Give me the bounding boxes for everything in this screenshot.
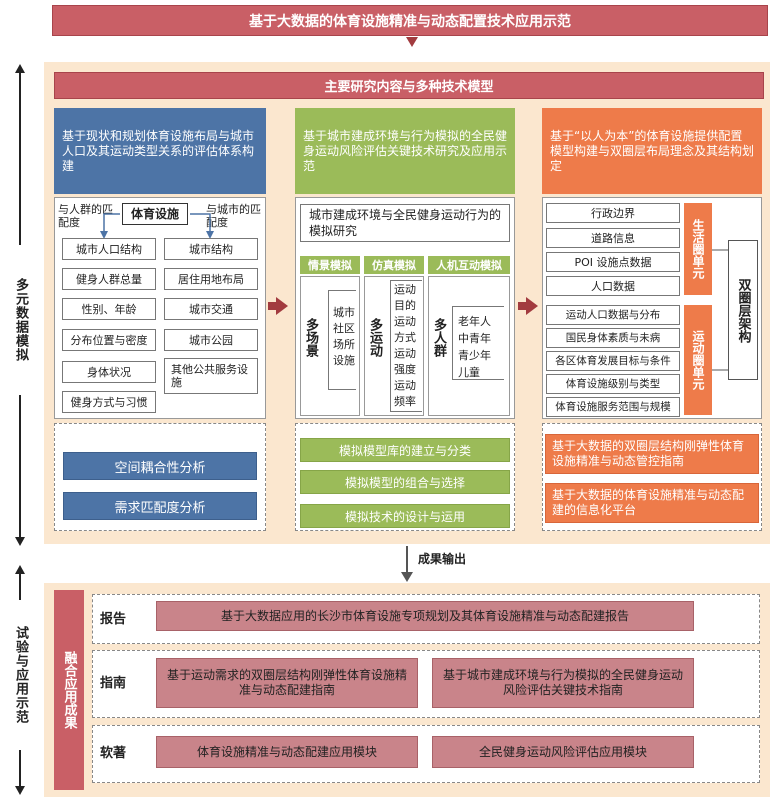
col2-subtitle: 城市建成环境与全民健身运动行为的模拟研究 <box>300 204 510 242</box>
col2-subcol2-item-0: 老年人 <box>458 315 491 328</box>
col2-subcol2-head: 人机互动模拟 <box>428 256 510 274</box>
col3-merge-lines <box>712 249 728 371</box>
result-output-arrow <box>401 572 413 582</box>
row-software-label: 软著 <box>100 746 127 761</box>
col2-subcol1-body <box>364 276 424 416</box>
model-combination-button[interactable]: 模拟模型的组合与选择 <box>300 470 510 494</box>
row-report-label: 报告 <box>100 612 127 627</box>
col1-left-item-3: 分布位置与密度 <box>62 329 156 351</box>
col3-output-0: 基于大数据的双圈层结构刚弹性体育设施精准与动态管控指南 <box>545 434 759 474</box>
double-layer-label: 双圈层架构 <box>735 277 751 343</box>
col1-center-label: 体育设施 <box>122 203 188 225</box>
model-library-button[interactable]: 模拟模型库的建立与分类 <box>300 438 510 462</box>
left-label-top: 多元数据模拟 <box>13 278 28 362</box>
col2-subcol0-body <box>300 276 360 416</box>
col3-bottom-item-0: 运动人口数据与分布 <box>546 305 680 325</box>
software-item-0[interactable]: 体育设施精准与动态配建应用模块 <box>156 736 418 768</box>
title-down-arrow <box>406 37 418 47</box>
col1-right-side-label: 与城市的匹配度 <box>206 203 261 229</box>
life-circle-unit: 生活圈单元 <box>684 203 712 295</box>
col2-subcol1-label: 多运动 <box>367 318 382 357</box>
fusion-label: 融合应用成果 <box>61 651 77 729</box>
col1-right-item-4: 其他公共服务设施 <box>164 358 258 394</box>
col1-left-item-2: 性别、年龄 <box>62 298 156 320</box>
col2-subcol1-head: 仿真模拟 <box>364 256 424 274</box>
col1-left-item-4: 身体状况 <box>62 361 156 383</box>
col3-bottom-item-3: 体育设施级别与类型 <box>546 374 680 394</box>
result-output-line <box>406 546 408 574</box>
col3-top-item-1: 道路信息 <box>546 228 680 248</box>
col2-subcol2-item-3: 儿童 <box>458 366 480 379</box>
spatial-coupling-button[interactable]: 空间耦合性分析 <box>63 452 257 480</box>
col2-subcol1-items-box <box>390 280 422 412</box>
col1-left-item-0: 城市人口结构 <box>62 238 156 260</box>
col1-header: 基于现状和规划体育设施布局与城市人口及其运动类型关系的评估体系构建 <box>54 108 266 194</box>
guide-item-1[interactable]: 基于城市建成环境与行为模拟的全民健身运动风险评估关键技术指南 <box>432 658 694 708</box>
col3-bottom-item-4: 体育设施服务范围与规模 <box>546 397 680 417</box>
left-label-bottom-bg: 试验与应用示范 <box>4 600 36 750</box>
sport-circle-label: 运动圈单元 <box>691 330 705 390</box>
col2-header: 基于城市建成环境与行为模拟的全民健身运动风险评估关键技术研究及应用示范 <box>295 108 515 194</box>
guide-item-0[interactable]: 基于运动需求的双圈层结构刚弹性体育设施精准与动态配建指南 <box>156 658 418 708</box>
col2-subcol2-item-1: 中青年 <box>458 332 491 345</box>
software-item-1[interactable]: 全民健身运动风险评估应用模块 <box>432 736 694 768</box>
col1-right-item-2: 城市交通 <box>164 298 258 320</box>
col2-subcol0-items-box <box>328 290 356 390</box>
section-title: 主要研究内容与多种技术模型 <box>54 72 764 99</box>
col1-left-item-1: 健身人群总量 <box>62 268 156 290</box>
col1-branch-arrows <box>100 213 214 239</box>
col2-subcol1-items: 运动目的运动方式运动强度运动频率 <box>394 283 416 408</box>
col2-subcol2-item-2: 青少年 <box>458 349 491 362</box>
col2-subcol0-label: 多场景 <box>303 318 318 357</box>
left-label-bottom: 试验与应用示范 <box>13 626 28 724</box>
demand-matching-button[interactable]: 需求匹配度分析 <box>63 492 257 520</box>
col2-subcol0-items: 城市社区场所设施 <box>333 306 355 367</box>
col1-right-item-1: 居住用地布局 <box>164 268 258 290</box>
col1-left-item-5: 健身方式与习惯 <box>62 391 156 413</box>
col2-subcol2-label: 多人群 <box>431 318 446 357</box>
fusion-label-box: 融合应用成果 <box>54 590 84 790</box>
main-title: 基于大数据的体育设施精准与动态配置技术应用示范 <box>52 5 768 36</box>
col3-top-item-3: 人口数据 <box>546 276 680 296</box>
arrow-col1-col2 <box>268 297 288 315</box>
col1-left-side-label: 与人群的匹配度 <box>58 203 113 229</box>
col3-output-1: 基于大数据的体育设施精准与动态配建的信息化平台 <box>545 483 759 523</box>
left-label-top-bg: 多元数据模拟 <box>4 245 36 395</box>
col1-right-item-3: 城市公园 <box>164 329 258 351</box>
double-layer-architecture: 双圈层架构 <box>728 240 758 380</box>
col1-right-item-0: 城市结构 <box>164 238 258 260</box>
col2-subcol2-items-box <box>452 306 504 380</box>
life-circle-label: 生活圈单元 <box>691 219 705 279</box>
simulation-technique-button[interactable]: 模拟技术的设计与运用 <box>300 504 510 528</box>
sport-circle-unit: 运动圈单元 <box>684 305 712 415</box>
col2-subcol2-body <box>428 276 510 416</box>
report-item-0[interactable]: 基于大数据应用的长沙市体育设施专项规划及其体育设施精准与动态配建报告 <box>156 601 694 631</box>
result-output-label: 成果输出 <box>418 552 467 566</box>
arrow-col2-col3 <box>518 297 538 315</box>
col3-top-item-2: POI 设施点数据 <box>546 252 680 272</box>
col3-top-item-0: 行政边界 <box>546 203 680 223</box>
col2-subcol0-head: 情景模拟 <box>300 256 360 274</box>
row-guide-label: 指南 <box>100 676 127 691</box>
col3-header: 基于“以人为本”的体育设施提供配置模型构建与双圈层布局理念及其结构划定 <box>542 108 762 194</box>
col3-bottom-item-2: 各区体育发展目标与条件 <box>546 351 680 371</box>
col3-bottom-item-1: 国民身体素质与未病 <box>546 328 680 348</box>
